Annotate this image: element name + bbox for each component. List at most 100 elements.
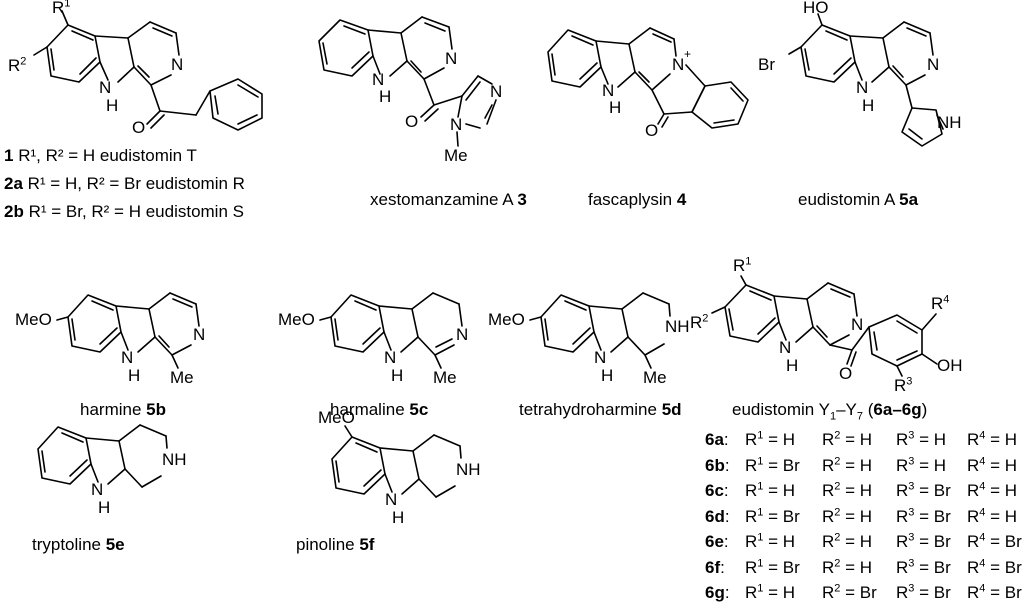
r4-cell: R4 = H [967, 429, 1018, 449]
atom-meo-label: MeO [318, 408, 355, 427]
r4-cell: R4 = H [967, 480, 1018, 500]
atom-ho-label: HO [803, 0, 829, 17]
structure-eudistomin-a [788, 13, 944, 147]
atom-oh-label: OH [937, 356, 963, 375]
atom-br-label: Br [758, 55, 775, 74]
caption-fascaplysin: fascaplysin 4 [588, 190, 687, 209]
atom-o-label: O [132, 118, 146, 137]
substituent-row: 6b: R1 = Br R2 = H R3 = H R4 = H [705, 454, 1018, 475]
atom-h-label: H [862, 96, 875, 115]
structure-fascaplysin [547, 27, 749, 129]
atom-n-label: N [193, 325, 206, 344]
substituent-row: 6a: R1 = H R2 = H R3 = H R4 = H [705, 429, 1018, 449]
r4-cell: R4 = Br [967, 531, 1022, 551]
r2-cell: R2 = H [822, 429, 873, 449]
r4-cell: R4 = H [967, 505, 1018, 526]
atom-nh-label: N [594, 348, 607, 367]
atom-r3-label: R3 [894, 375, 913, 395]
atom-meo-label: MeO [15, 310, 52, 329]
atom-n-label: N [490, 82, 503, 101]
structure-tryptoline [37, 424, 168, 488]
atom-r2-label: R2 [8, 55, 27, 75]
atom-n-label: N [927, 55, 940, 74]
r1-cell: R1 = H [745, 582, 796, 602]
atom-me-label: Me [643, 368, 667, 387]
atom-nh-label: NH [665, 317, 690, 336]
r3-cell: R3 = Br [896, 556, 951, 577]
atom-meo-label: MeO [488, 310, 525, 329]
r2-cell: R2 = H [822, 480, 873, 500]
structure-pinoline [331, 425, 462, 498]
atom-me-label: Me [433, 368, 457, 387]
r3-cell: R3 = Br [896, 582, 951, 602]
structure-eudistomin-y [711, 275, 938, 377]
r4-cell: R4 = Br [967, 582, 1022, 602]
atom-nh-label: NH [162, 450, 187, 469]
row-compound-number: 6g [705, 583, 725, 602]
atom-nplus-label: N [672, 55, 685, 74]
atom-nh-label: N [372, 70, 385, 89]
r1-cell: R1 = H [745, 429, 796, 449]
r1-cell: R1 = Br [745, 556, 800, 577]
r2-cell: R2 = H [822, 454, 873, 475]
row-compound-number: 6f [705, 557, 721, 577]
atom-nh-label: N [99, 78, 112, 97]
caption-harmine: harmine 5b [80, 400, 166, 419]
structure-harmine [56, 292, 200, 369]
atom-o-label: O [645, 121, 659, 140]
substituent-row: 6d: R1 = Br R2 = H R3 = Br R4 = H [705, 505, 1018, 526]
atom-plus-charge: + [684, 47, 692, 61]
caption-harmaline: harmaline 5c [330, 400, 429, 419]
atom-nh-label: N [779, 338, 792, 357]
atom-nh-label: N [91, 480, 104, 499]
row-compound-number: 6c [705, 481, 724, 500]
substituent-row: 6e: R1 = H R2 = H R3 = Br R4 = Br [705, 531, 1022, 551]
r3-cell: R3 = Br [896, 505, 951, 526]
structure-xestomanzamine-a [318, 16, 497, 147]
structure-eudistomin-t [33, 10, 263, 131]
atom-n-label: N [851, 315, 864, 334]
r3-cell: R3 = Br [896, 531, 951, 551]
substituent-row: 6g: R1 = H R2 = Br R3 = Br R4 = Br [705, 582, 1022, 602]
atom-nh-label: N [385, 490, 398, 509]
atom-h-label: H [379, 87, 392, 106]
row-compound-number: 6b [705, 455, 725, 475]
atom-nh-label: NH [937, 113, 962, 132]
r3-cell: R3 = H [896, 429, 947, 449]
r2-cell: R2 = H [822, 505, 873, 526]
r1-cell: R1 = H [745, 531, 796, 551]
r1-cell: R1 = Br [745, 454, 800, 475]
atom-nh-label: NH [456, 460, 481, 479]
r2-cell: R2 = H [822, 531, 873, 551]
r3-cell: R3 = Br [896, 480, 951, 500]
atom-o-label: O [405, 112, 419, 131]
substituent-row: 6f: R1 = Br R2 = H R3 = Br R4 = Br [705, 556, 1022, 577]
atom-r1-label: R1 [52, 0, 71, 17]
atom-h-label: H [391, 366, 404, 385]
atom-nh-label: N [121, 348, 134, 367]
caption-eudistomin-y: eudistomin Y1–Y7 (6a–6g) [732, 400, 928, 423]
compound-2b-line: 2b R¹ = Br, R² = H eudistomin S [4, 202, 244, 221]
r2-cell: R2 = Br [822, 582, 877, 602]
structure-tetrahydroharmine [529, 292, 671, 369]
compound-2a-line: 2a R¹ = H, R² = Br eudistomin R [4, 174, 245, 193]
r4-cell: R4 = H [967, 454, 1018, 475]
r4-cell: R4 = Br [967, 556, 1022, 577]
atom-h-label: H [106, 96, 119, 115]
substituent-row: 6c: R1 = H R2 = H R3 = Br R4 = H [705, 480, 1018, 500]
atom-nh-label: N [602, 81, 615, 100]
caption-eudistomin-a: eudistomin A 5a [798, 190, 919, 209]
r1-cell: R1 = Br [745, 505, 800, 526]
compound-1-line: 1 R¹, R² = H eudistomin T [4, 146, 197, 165]
structure-harmaline [319, 292, 463, 369]
row-compound-number: 6d [705, 506, 725, 526]
atom-meo-label: MeO [278, 310, 315, 329]
atom-r4-label: R4 [931, 293, 950, 313]
atom-n-label: N [171, 55, 184, 74]
atom-n-label: N [450, 115, 463, 134]
atom-h-label: H [601, 366, 614, 385]
atom-h-label: H [392, 508, 405, 527]
atom-me-label: Me [170, 368, 194, 387]
caption-pinoline: pinoline 5f [296, 535, 375, 554]
